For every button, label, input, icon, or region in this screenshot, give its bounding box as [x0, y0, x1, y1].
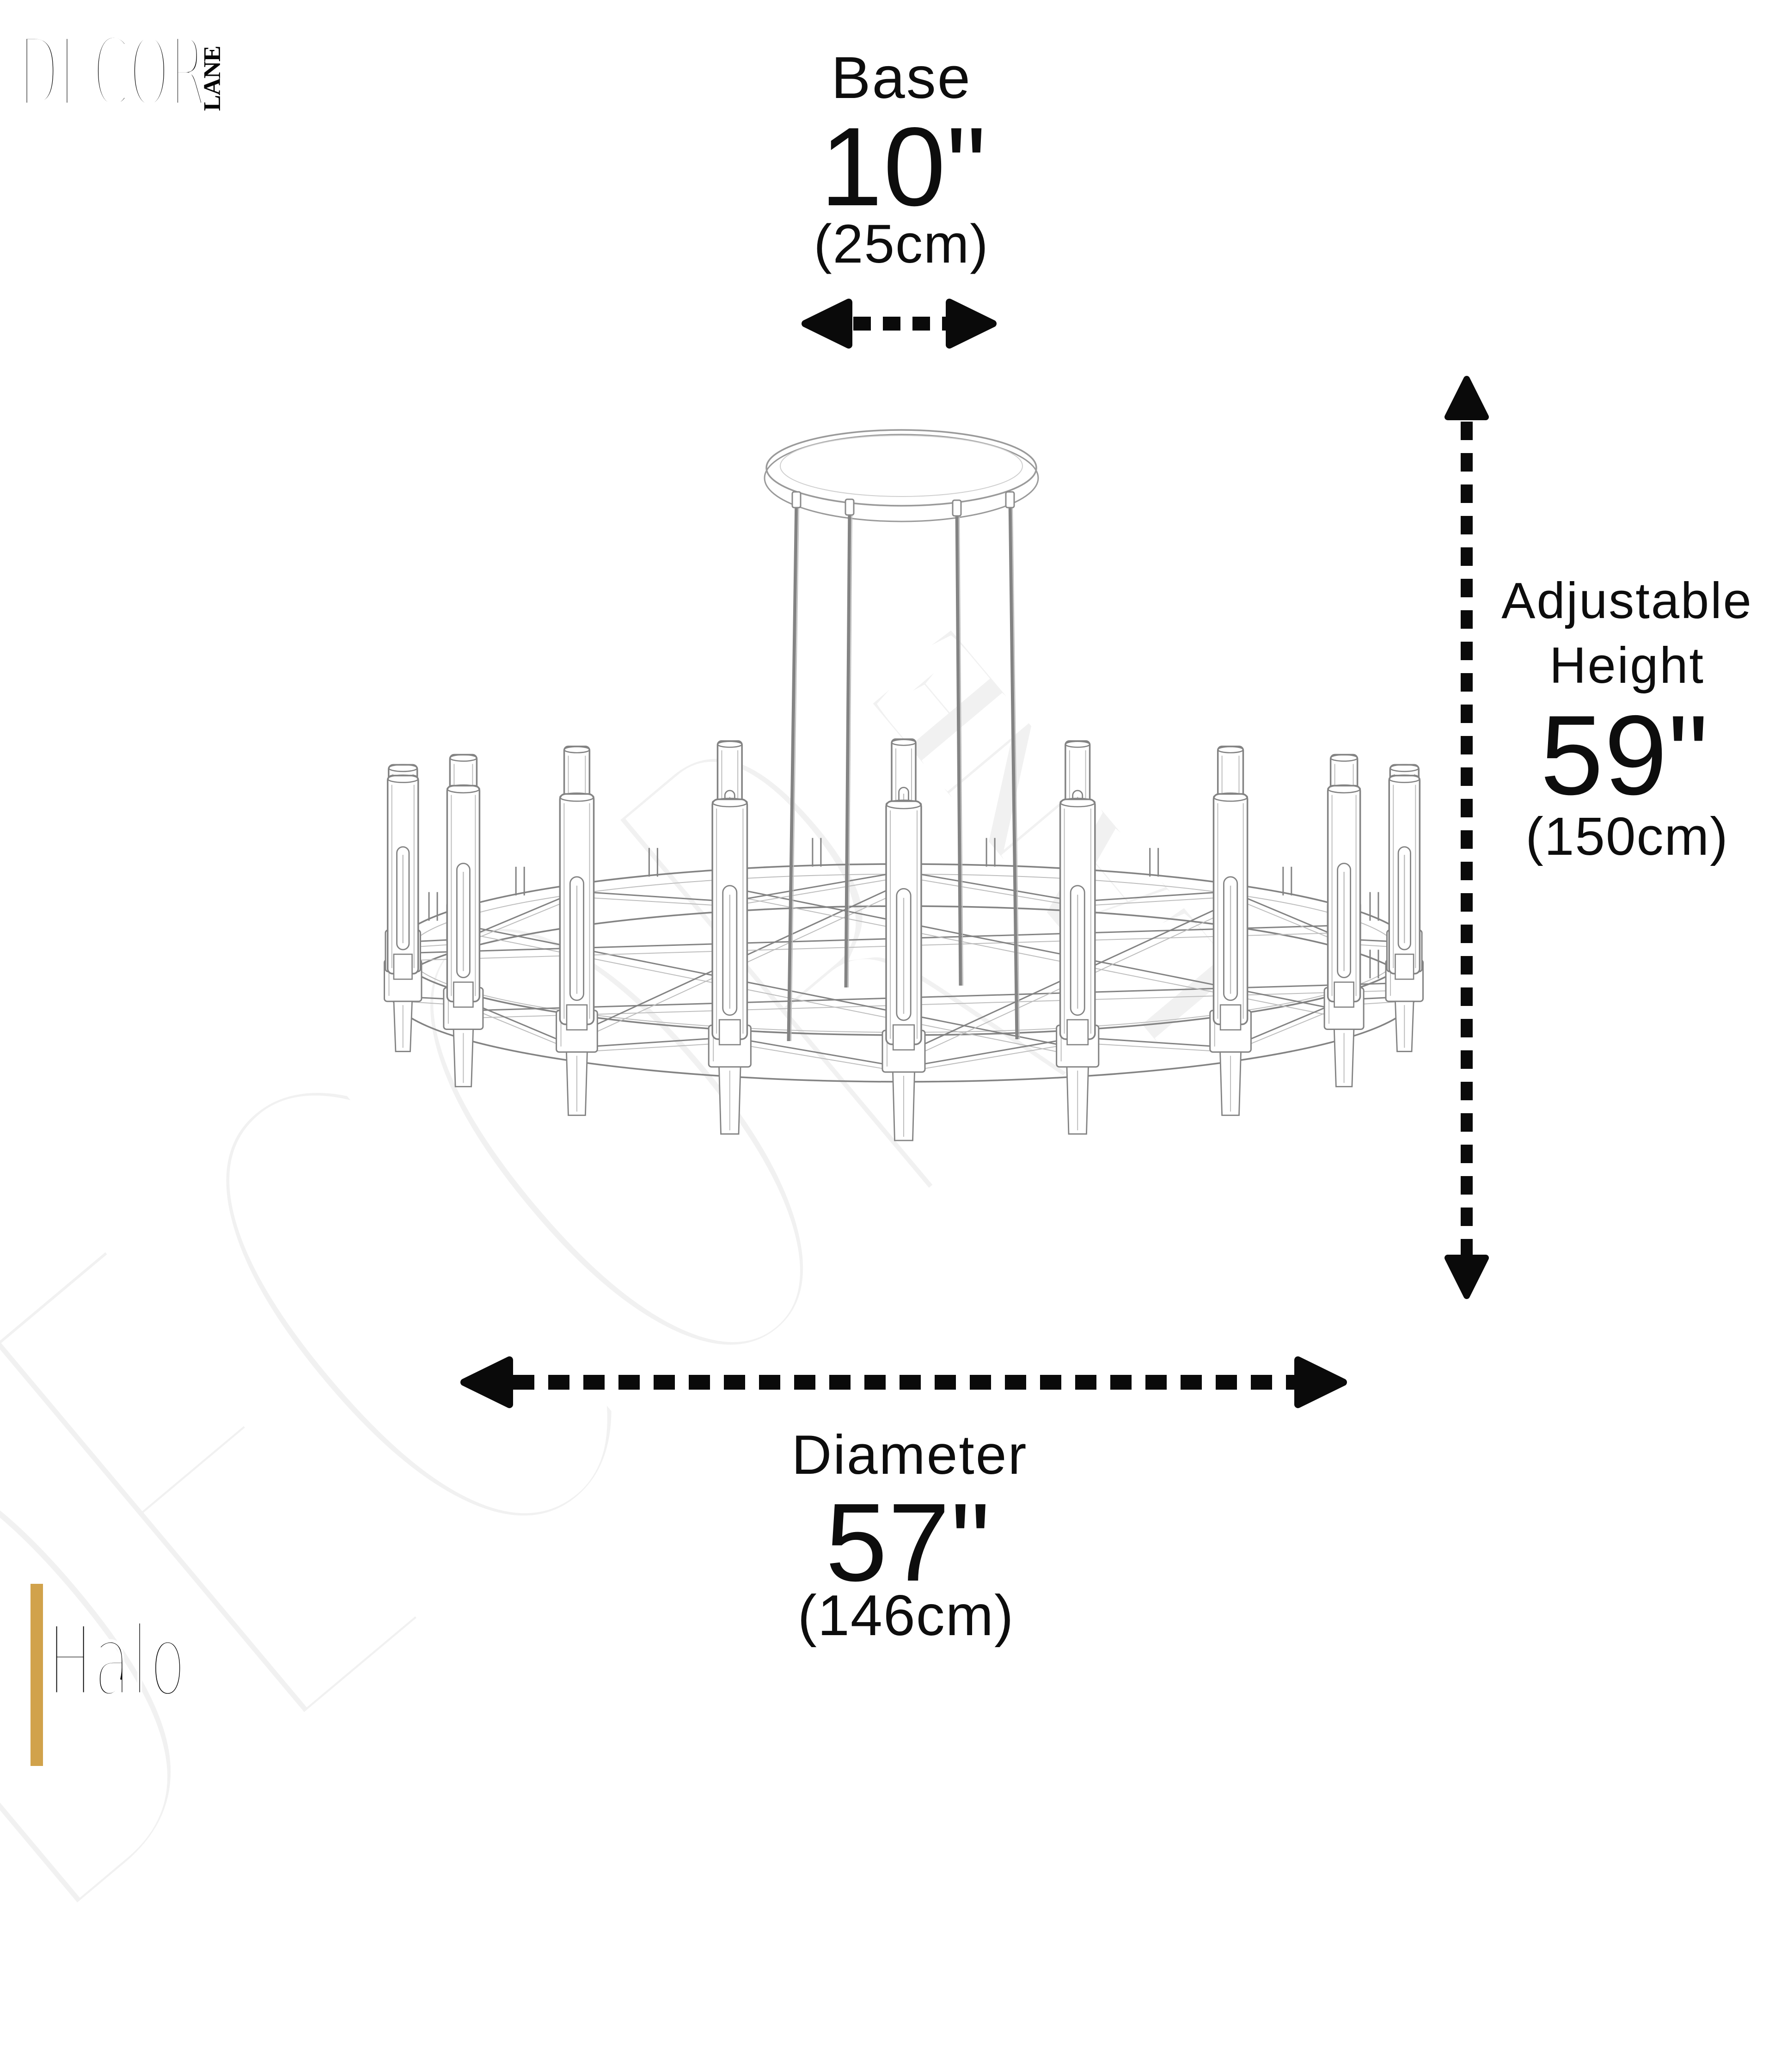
height-dimension-label-line1: Adjustable: [1501, 572, 1753, 629]
brand-logo-name: DECOR: [18, 19, 207, 127]
product-accent-bar: [31, 1584, 43, 1766]
chandelier-front-shades: [386, 774, 1421, 1141]
base-dimension-metric: (25cm): [814, 214, 989, 275]
height-dimension-metric: (150cm): [1525, 806, 1729, 866]
chandelier-canopy-and-rods: [764, 429, 1039, 1042]
diameter-dimension-label: Diameter: [791, 1424, 1028, 1486]
base-dimension-inches: 10": [820, 104, 987, 229]
spec-sheet-page: { "brand": { "name": "DECOR", "suffix": …: [0, 19, 1753, 2072]
brand-logo: DECOR LANE: [18, 19, 360, 127]
base-dimension-label: Base: [831, 45, 972, 111]
diameter-dimension-metric: (146cm): [797, 1584, 1015, 1648]
height-dimension-inches: 59": [1540, 692, 1709, 818]
diameter-arrow-icon: [460, 1356, 1347, 1408]
dimension-drawing: [383, 299, 1489, 1408]
height-dimension-label-line2: Height: [1549, 637, 1705, 694]
product-name: Halo: [47, 1606, 188, 1716]
adjustable-height-arrow-icon: [1444, 376, 1489, 1299]
base-width-arrow-icon: [802, 299, 997, 349]
brand-logo-suffix: LANE: [199, 46, 226, 111]
diameter-dimension-inches: 57": [825, 1480, 992, 1604]
